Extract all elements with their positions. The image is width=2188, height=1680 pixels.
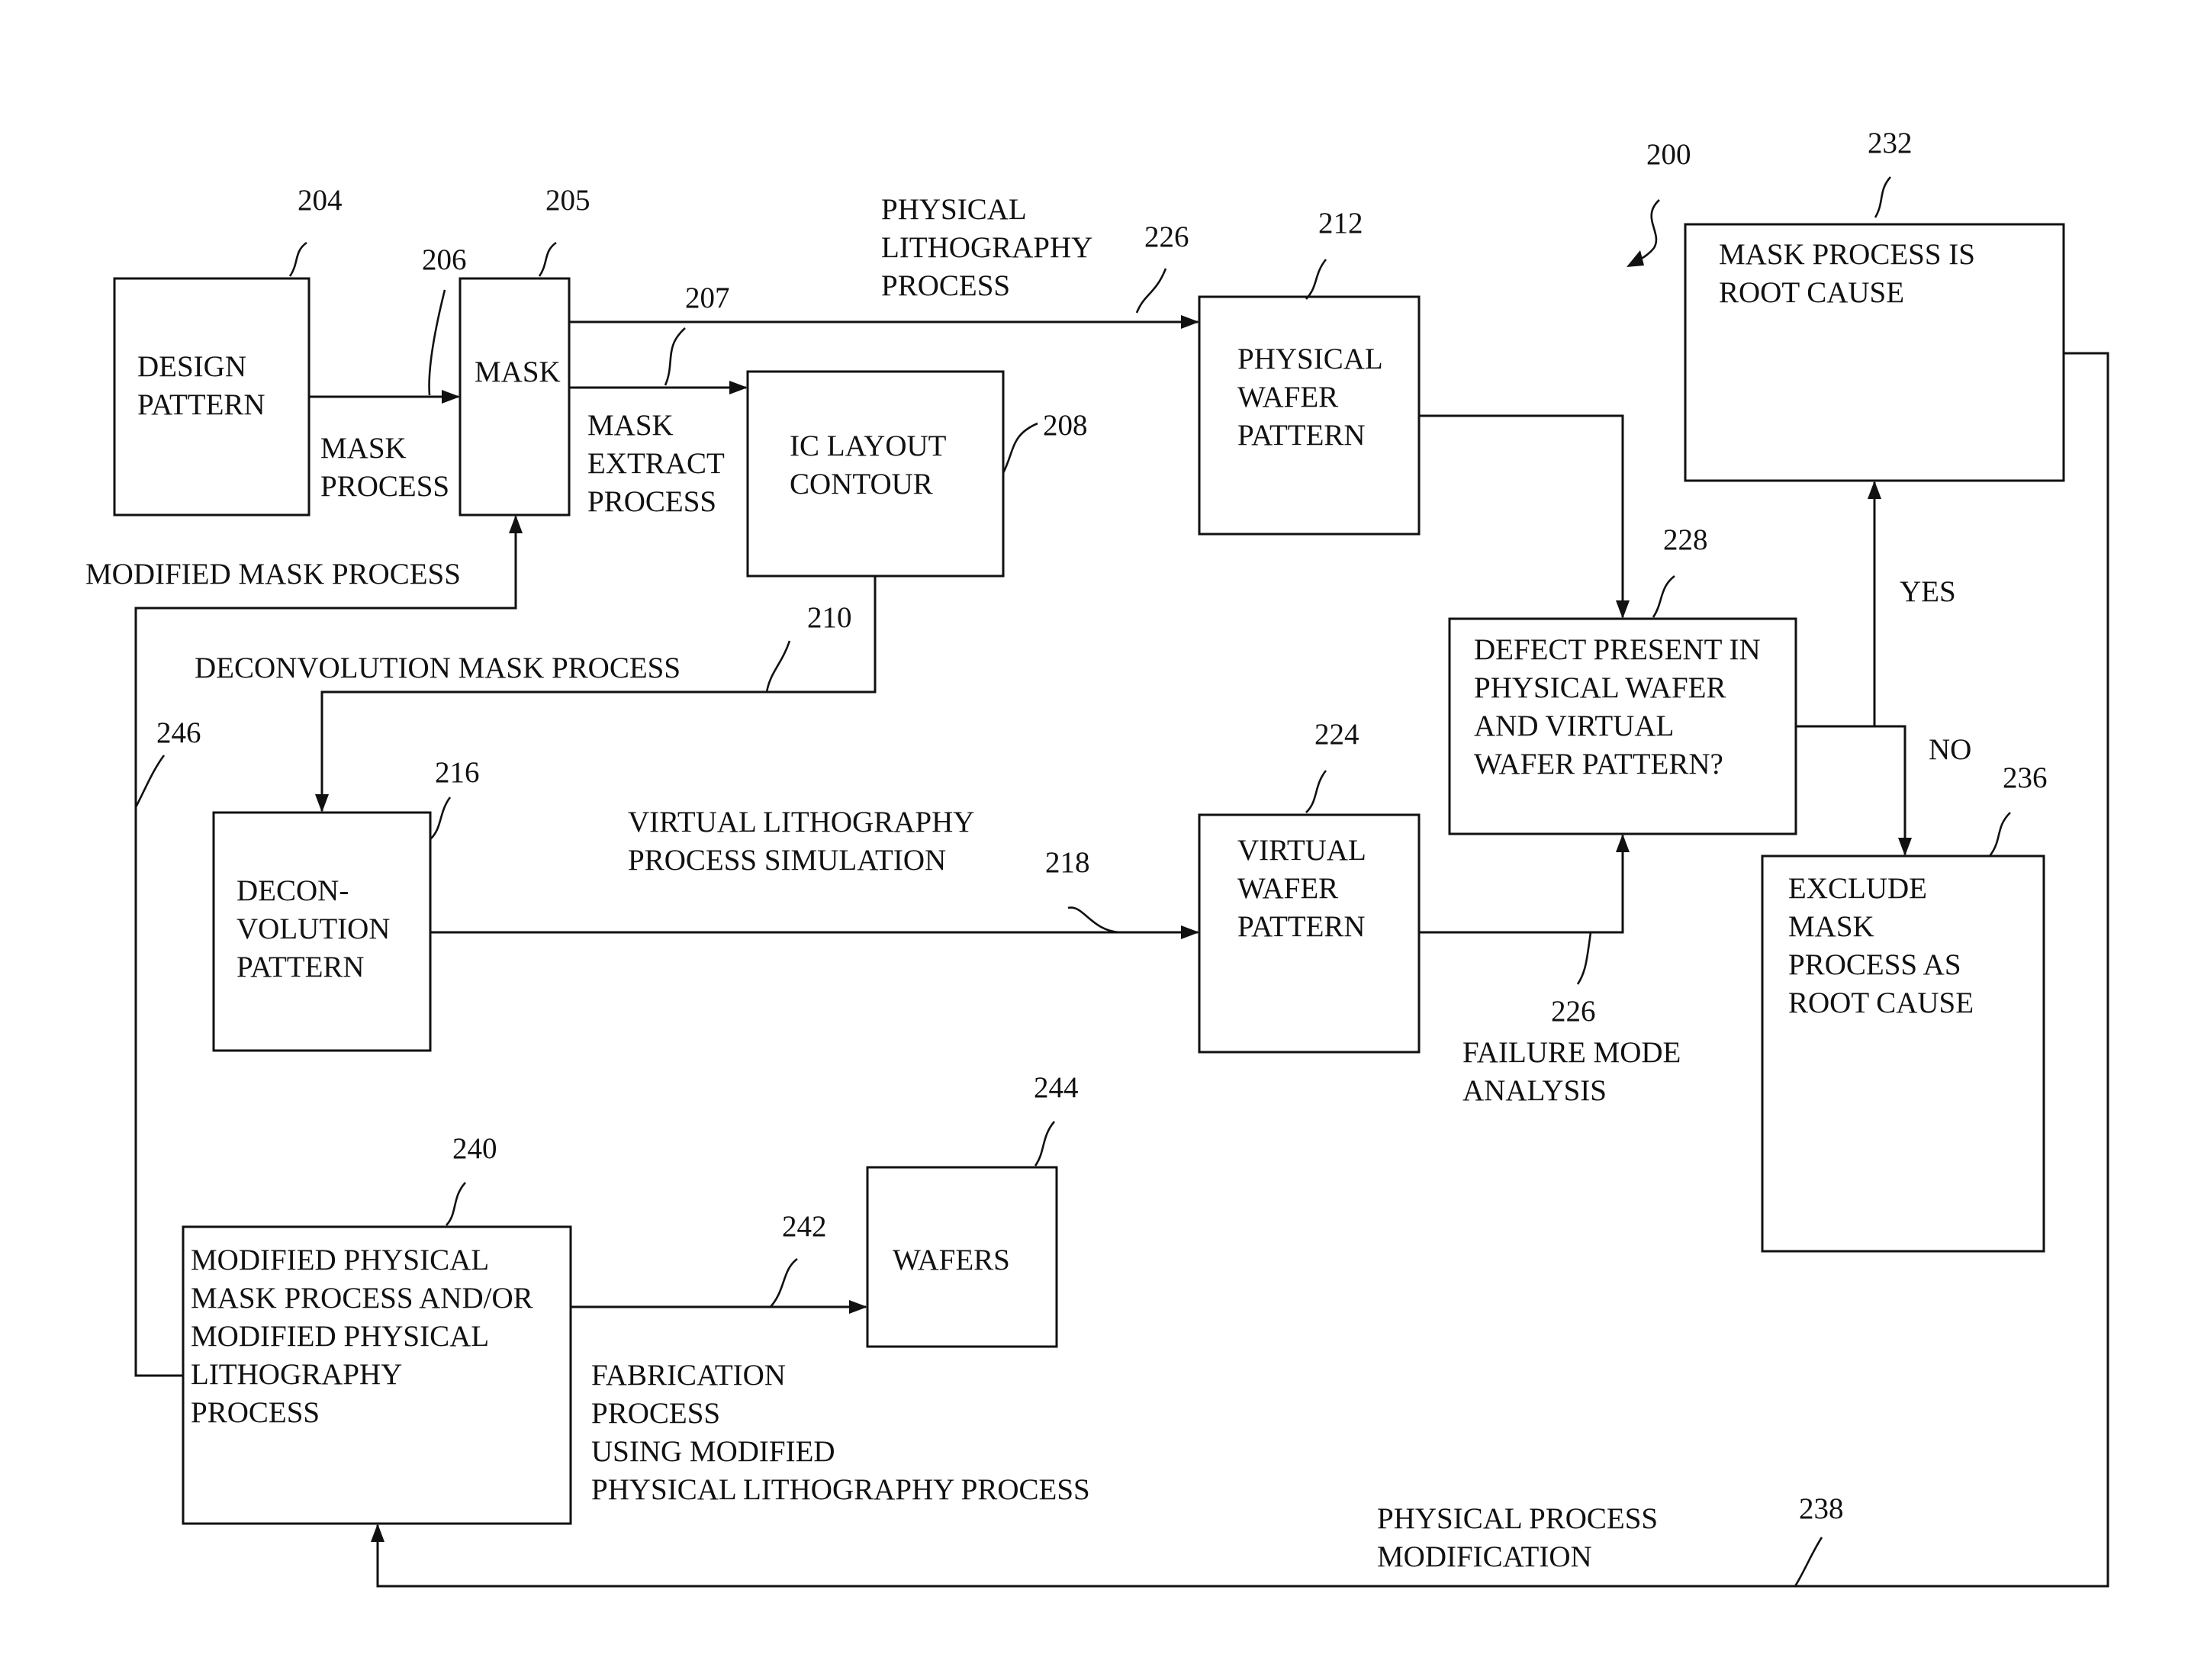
box-text-line: LITHOGRAPHY — [191, 1358, 402, 1391]
figure-number: 200 — [1646, 138, 1691, 171]
box-text-line: MASK — [475, 356, 561, 388]
deconvolution-pattern-box: DECON- VOLUTION PATTERN — [214, 813, 430, 1051]
yes-label: YES — [1900, 575, 1956, 608]
connector-label: PHYSICAL LITHOGRAPHY PROCESS — [591, 1473, 1090, 1506]
box-text-line: WAFER — [1237, 872, 1338, 905]
design-pattern-box: DESIGN PATTERN — [114, 278, 309, 515]
connector-label: DECONVOLUTION MASK PROCESS — [195, 652, 681, 684]
connector-label: PHYSICAL — [881, 193, 1027, 226]
connector-label: MODIFIED MASK PROCESS — [85, 558, 461, 591]
connector-label: MASK — [320, 432, 407, 465]
box-text-line: PHYSICAL — [1237, 343, 1383, 375]
arrow-decision-no — [1874, 726, 1905, 854]
ref-numeral: 244 — [1034, 1071, 1079, 1104]
connector-label: VIRTUAL LITHOGRAPHY — [628, 806, 974, 838]
ic-layout-contour-box: IC LAYOUT CONTOUR — [748, 372, 1003, 576]
ref-numeral: 216 — [435, 756, 480, 789]
arrow-physical-wafer-to-decision — [1419, 416, 1623, 617]
mask-root-cause-box: MASK PROCESS IS ROOT CAUSE — [1685, 224, 2064, 481]
ref-numeral: 210 — [807, 601, 852, 634]
ref-numeral: 208 — [1043, 409, 1088, 442]
defect-decision-box: DEFECT PRESENT IN PHYSICAL WAFER AND VIR… — [1450, 619, 1796, 834]
ref-numeral: 224 — [1314, 718, 1359, 751]
arrow-decision-yes — [1796, 482, 1874, 726]
box-text-line: VIRTUAL — [1237, 834, 1366, 867]
box-text-line: EXCLUDE — [1788, 872, 1927, 905]
connector-label: PHYSICAL PROCESS — [1377, 1502, 1658, 1535]
box-text-line: MODIFIED PHYSICAL — [191, 1320, 489, 1353]
ref-numeral: 226 — [1144, 220, 1189, 253]
ref-numeral: 212 — [1318, 207, 1363, 240]
ref-numeral: 238 — [1799, 1492, 1844, 1525]
connector-label: ANALYSIS — [1462, 1074, 1607, 1107]
ref-numeral: 242 — [782, 1210, 827, 1243]
box-text-line: MASK — [1788, 910, 1874, 943]
ref-numeral: 246 — [156, 716, 201, 749]
box-text-line: WAFERS — [893, 1244, 1010, 1276]
figure-pointer — [1633, 200, 1659, 263]
connector-label: MODIFICATION — [1377, 1540, 1592, 1573]
no-label: NO — [1929, 733, 1971, 766]
box-text-line: PATTERN — [1237, 910, 1366, 943]
box-text-line: PATTERN — [1237, 419, 1366, 452]
ref-numeral: 232 — [1868, 127, 1913, 159]
connector-label: PROCESS — [320, 470, 449, 503]
box-text-line: PHYSICAL WAFER — [1474, 671, 1726, 704]
connector-label: MASK — [587, 409, 674, 442]
box-text-line: VOLUTION — [236, 912, 390, 945]
box-text-line: MASK PROCESS AND/OR — [191, 1282, 533, 1315]
ref-numeral: 226 — [1551, 995, 1596, 1028]
connector-label: USING MODIFIED — [591, 1435, 835, 1468]
box-text-line: AND VIRTUAL — [1474, 710, 1674, 742]
box-text-line: IC LAYOUT — [790, 430, 947, 462]
connector-label: LITHOGRAPHY — [881, 231, 1092, 264]
exclude-mask-box: EXCLUDE MASK PROCESS AS ROOT CAUSE — [1762, 856, 2044, 1251]
box-text-line: DECON- — [236, 874, 349, 907]
ref-numeral: 205 — [545, 184, 590, 217]
box-text-line: MODIFIED PHYSICAL — [191, 1244, 489, 1276]
arrow-ic-layout-to-deconvolution — [322, 576, 875, 811]
box-text-line: PROCESS — [191, 1396, 320, 1429]
box-text-line: PROCESS AS — [1788, 948, 1961, 981]
connector-label: EXTRACT — [587, 447, 725, 480]
ref-numeral: 228 — [1663, 523, 1708, 556]
ref-numeral: 218 — [1045, 846, 1090, 879]
box-text-line: DEFECT PRESENT IN — [1474, 633, 1761, 666]
connector-label: PROCESS — [591, 1397, 720, 1430]
box-text-line: WAFER PATTERN? — [1474, 748, 1723, 780]
connector-label: PROCESS SIMULATION — [628, 844, 946, 877]
connector-label: FABRICATION — [591, 1359, 786, 1392]
virtual-wafer-pattern-box: VIRTUAL WAFER PATTERN — [1199, 815, 1419, 1052]
connector-label: FAILURE MODE — [1462, 1036, 1681, 1069]
connector-label: PROCESS — [587, 485, 716, 518]
ref-numeral: 206 — [422, 243, 467, 276]
box-text-line: MASK PROCESS IS — [1719, 238, 1975, 271]
connector-label: PROCESS — [881, 269, 1010, 302]
box-text-line: PATTERN — [236, 951, 365, 983]
box-text-line: WAFER — [1237, 381, 1338, 414]
ref-numeral: 240 — [452, 1132, 497, 1165]
box-text-line: DESIGN — [137, 350, 246, 383]
box-text-line: PATTERN — [137, 388, 265, 421]
wafers-box: WAFERS — [867, 1167, 1057, 1347]
mask-box: MASK — [460, 278, 569, 515]
arrow-virtual-wafer-to-decision — [1419, 835, 1623, 932]
ref-numeral: 204 — [298, 184, 343, 217]
modified-process-box: MODIFIED PHYSICAL MASK PROCESS AND/OR MO… — [183, 1227, 571, 1524]
box-text-line: ROOT CAUSE — [1719, 276, 1904, 309]
box-text-line: ROOT CAUSE — [1788, 986, 1974, 1019]
box-text-line: CONTOUR — [790, 468, 933, 500]
physical-wafer-pattern-box: PHYSICAL WAFER PATTERN — [1199, 297, 1419, 534]
ref-numeral: 236 — [2003, 761, 2048, 794]
ref-numeral: 207 — [685, 282, 730, 314]
